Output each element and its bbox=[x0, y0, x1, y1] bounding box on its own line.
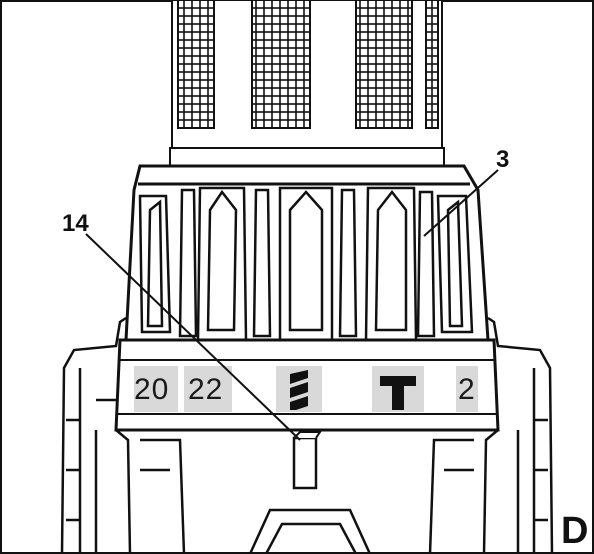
torque-number-20: 20 bbox=[134, 373, 170, 406]
leader-line-14 bbox=[85, 233, 301, 441]
chuck-sleeve bbox=[169, 0, 445, 167]
callout-14: 14 bbox=[62, 210, 89, 237]
marker-indicator bbox=[292, 431, 322, 490]
t-hammer-icon bbox=[380, 376, 416, 410]
figure-letter: D bbox=[561, 510, 589, 552]
drill-body bbox=[60, 316, 554, 554]
torque-number-partial: 2 bbox=[458, 373, 476, 406]
torque-number-22: 22 bbox=[188, 373, 224, 406]
chuck-collar bbox=[124, 164, 490, 342]
lower-housing bbox=[66, 398, 548, 554]
drill-bit-icon bbox=[290, 370, 308, 410]
callout-3: 3 bbox=[496, 146, 510, 173]
leader-line-3 bbox=[423, 169, 499, 237]
